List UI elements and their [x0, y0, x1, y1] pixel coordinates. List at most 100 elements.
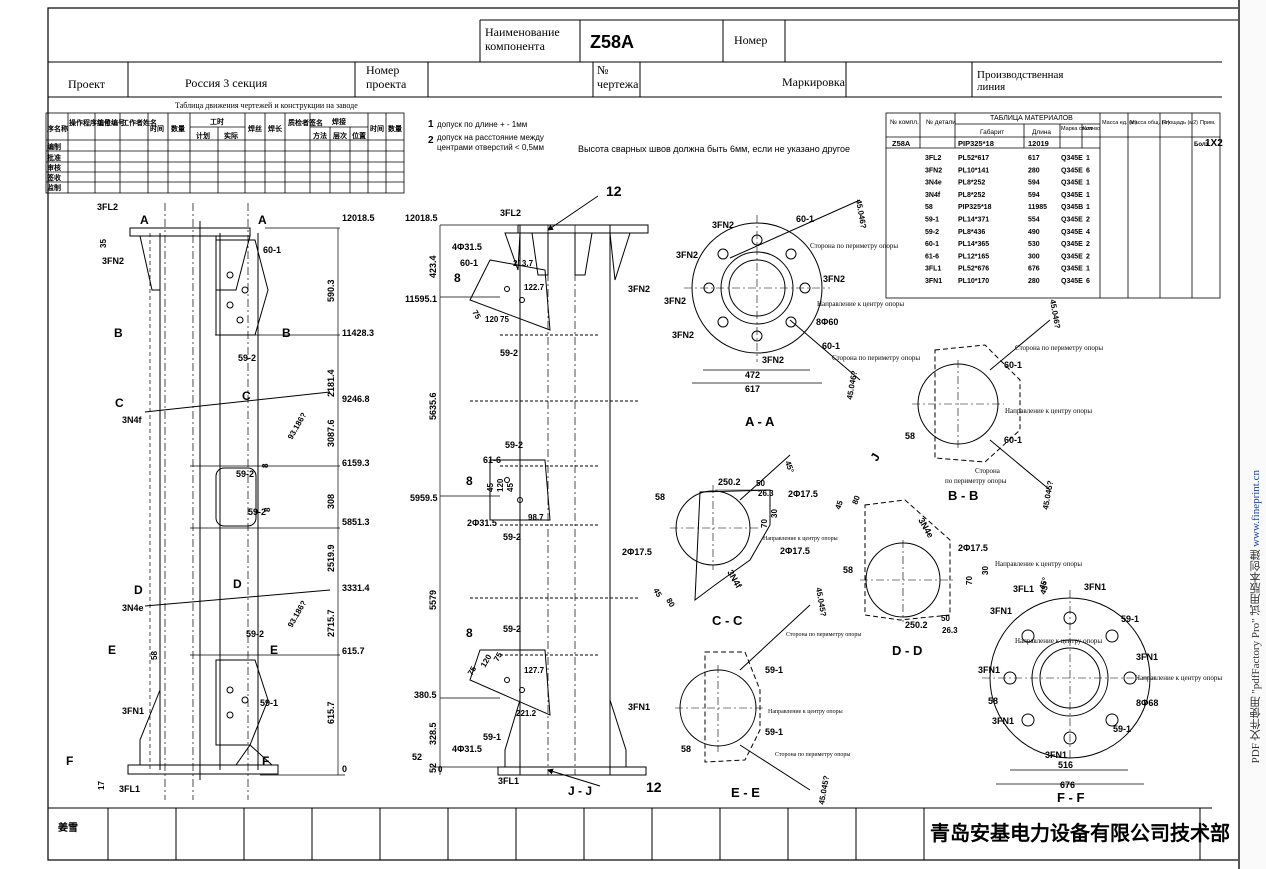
tag-59-1: 59-1 — [1121, 614, 1139, 624]
flow-header: 位置 — [352, 131, 366, 140]
materials-cell-part: 59-1 — [925, 217, 939, 224]
vdim-1: 423.4 — [428, 255, 438, 278]
materials-cell-steel: Q345E — [1061, 278, 1083, 285]
dim-17: 17 — [97, 781, 106, 790]
tag-59-2: 59-2 — [500, 348, 518, 358]
notes: 1 допуск по длине + - 1мм 2 допуск на ра… — [428, 119, 850, 154]
dim-98-7: 98.7 — [528, 513, 544, 522]
tag-3fl2: 3FL2 — [97, 202, 118, 212]
dim-75: 75 — [500, 315, 509, 324]
flow-header: 实际 — [224, 131, 238, 140]
materials-cell-length: 300 — [1028, 253, 1040, 260]
dim-221-2: 221.2 — [516, 709, 537, 718]
flow-row-label: 签收 — [46, 173, 62, 182]
dim-120: 120 — [496, 478, 505, 492]
title-block — [47, 7, 1241, 861]
tag-58: 58 — [988, 696, 998, 706]
section-aa-text: 3FN2 3FN2 3FN2 3FN2 3FN2 3FN2 60-1 60-1 … — [664, 199, 920, 429]
section-dd-text: 58 2Φ17.5 3N4e 250.2 50 26.3 70 30 45 80… — [833, 494, 1082, 658]
watermark-url: www.fineprint.cn — [1250, 470, 1262, 547]
materials-header: Габарит — [980, 128, 1004, 136]
dim-122-7: 122.7 — [524, 283, 545, 292]
dim-516: 516 — [1058, 760, 1073, 770]
front-view-labels: 3FL2 3FN2 60-1 59-2 59-2 59-2 3N4f 3N4e … — [97, 202, 281, 794]
tag-58: 58 — [681, 744, 691, 754]
flow-row-label: 编制 — [47, 142, 61, 151]
tag-59-1: 59-1 — [765, 665, 783, 675]
tag-3fl1: 3FL1 — [1013, 584, 1034, 594]
materials-assembly-profile: PIP325*18 — [958, 139, 994, 148]
segment-dim: 615.7 — [326, 701, 336, 724]
materials-cell-qty: 2 — [1086, 241, 1090, 248]
tag-60-1: 60-1 — [1004, 360, 1022, 370]
height-6: 0 — [438, 765, 443, 774]
flow-header: 工时 — [210, 117, 224, 126]
height-top: 12018.5 — [405, 213, 438, 223]
section-mark-f-right: F — [262, 754, 269, 768]
flow-table-title: Таблица движения чертежей и конструкции … — [175, 101, 358, 110]
materials-cell-steel: Q345E — [1061, 192, 1083, 199]
section-mark-a-right: A — [258, 213, 267, 227]
height-5: 52 — [412, 752, 422, 762]
materials-note: 1X2 — [1205, 138, 1223, 149]
materials-cell-size: PL52*676 — [958, 266, 989, 273]
segment-dim: 308 — [326, 494, 336, 509]
tag-3fn1: 3FN1 — [1136, 652, 1158, 662]
tag-60-1: 60-1 — [822, 341, 840, 351]
tag-4-31-5-bottom: 4Φ31.5 — [452, 744, 482, 754]
tag-59-2: 59-2 — [505, 440, 523, 450]
tag-3fn2: 3FN2 — [712, 220, 734, 230]
materials-assembly-length: 12019 — [1028, 139, 1049, 148]
dim-213-7: 213.7 — [513, 259, 534, 268]
note-perimeter: Сторона по периметру опоры — [786, 632, 861, 638]
materials-cell-part: 61-6 — [925, 253, 939, 260]
section-mark-b-left: B — [114, 326, 123, 340]
materials-table-text: ТАБЛИЦА МАТЕРИАЛОВ № компл. № детали Габ… — [890, 115, 1216, 136]
side-view — [430, 195, 649, 787]
materials-cell-size: PL8*252 — [958, 180, 985, 187]
tag-3fl1: 3FL1 — [498, 776, 519, 786]
note-perimeter: Сторона по периметру опоры — [832, 354, 920, 362]
materials-cell-length: 11985 — [1028, 204, 1047, 211]
elevation-label: 6159.3 — [342, 458, 370, 468]
segment-dim: 2715.7 — [326, 609, 336, 637]
materials-cell-size: PL10*141 — [958, 167, 989, 174]
materials-assembly: Z58A — [892, 139, 911, 148]
materials-header: № компл. — [890, 119, 919, 126]
project-label: Проект — [68, 77, 106, 91]
watermark: PDF 文件使用 "pdfFactory Pro" 试用版本创建 www.fin… — [1248, 470, 1262, 763]
dim-58: 58 — [150, 651, 159, 660]
dim-250-2: 250.2 — [905, 620, 928, 630]
tag-3fn2: 3FN2 — [823, 274, 845, 284]
weld-note: Высота сварных швов должна быть 6мм, есл… — [578, 144, 850, 154]
tag-2-17-5: 2Φ17.5 — [622, 547, 652, 557]
dim-250-2: 250.2 — [718, 477, 741, 487]
materials-header: Масса ед. (кг) — [1102, 120, 1137, 126]
tag-3fn1: 3FN1 — [122, 706, 144, 716]
elevation-label: 615.7 — [342, 646, 365, 656]
side-view-labels: 12018.5 11595.1 5959.5 380.5 52 0 423.4 … — [405, 208, 650, 786]
tag-60-1: 60-1 — [1004, 435, 1022, 445]
materials-cell-qty: 2 — [1086, 217, 1090, 224]
angle-45: 45° — [1038, 581, 1051, 595]
flow-header: 焊丝 — [248, 124, 262, 133]
section-bb — [912, 319, 1051, 491]
tag-59-1: 59-1 — [1113, 724, 1131, 734]
height-3: 5959.5 — [410, 493, 438, 503]
materials-cell-part: 3FL2 — [925, 155, 941, 162]
note-center: Направление к центру опоры — [1005, 407, 1092, 415]
section-label-bb: B - B — [948, 488, 978, 503]
elevation-label: 12018.5 — [342, 213, 375, 223]
tag-58: 58 — [843, 565, 853, 575]
tag-2-17-5: 2Φ17.5 — [780, 546, 810, 556]
tag-3fn2: 3FN2 — [672, 330, 694, 340]
materials-cell-steel: Q345E — [1061, 167, 1083, 174]
materials-cell-length: 280 — [1028, 167, 1040, 174]
view-label-jj: J - J — [568, 784, 592, 798]
flow-header: 时间 — [370, 124, 384, 133]
section-dd — [860, 499, 955, 622]
